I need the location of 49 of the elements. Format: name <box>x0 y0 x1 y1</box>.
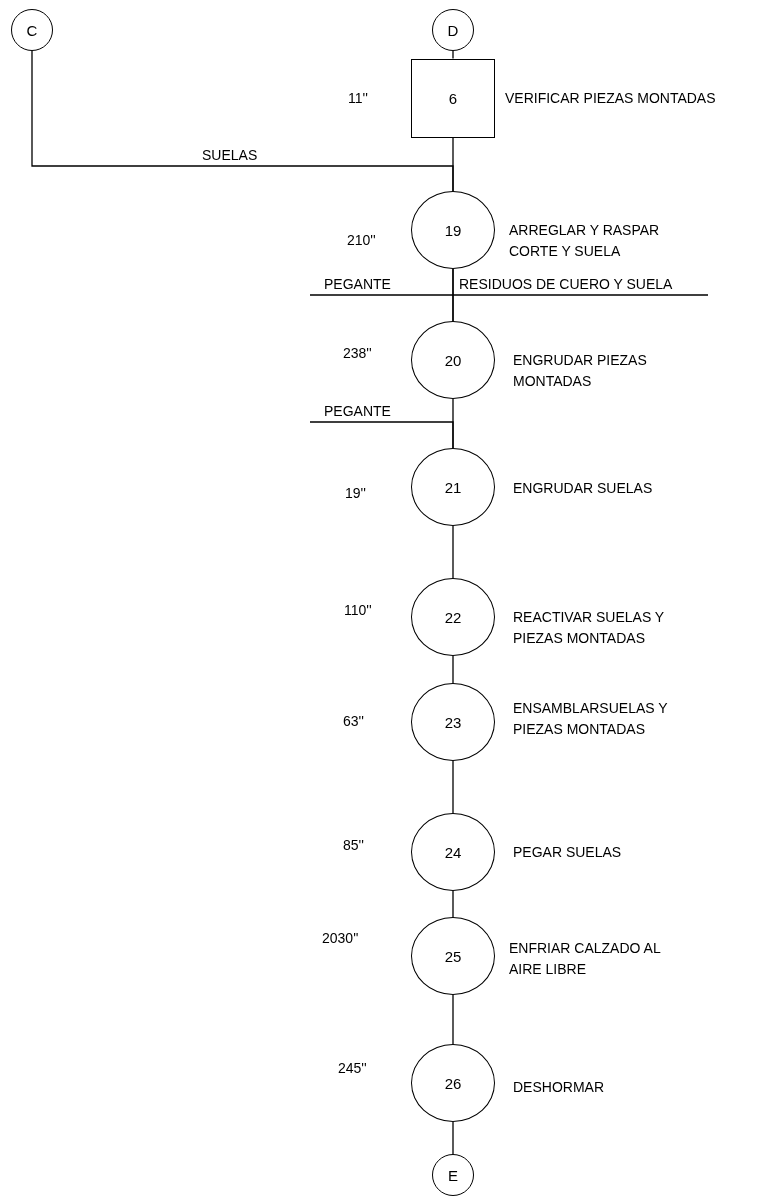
connector-line <box>452 50 454 60</box>
operation-description: ARREGLAR Y RASPAR CORTE Y SUELA <box>509 221 661 261</box>
node-number: 26 <box>444 1075 462 1091</box>
time-label: 11'' <box>348 89 368 108</box>
connector-line <box>309 294 454 322</box>
operation-description: VERIFICAR PIEZAS MONTADAS <box>505 89 717 108</box>
operation-description: PEGAR SUELAS <box>513 843 623 862</box>
node-number: 25 <box>444 948 462 964</box>
operation-description: ENGRUDAR PIEZAS MONTADAS <box>513 351 648 391</box>
operation-description: ENGRUDAR SUELAS <box>513 479 654 498</box>
time-label: 19'' <box>345 484 366 503</box>
node-number: 20 <box>444 352 462 368</box>
connector-circle <box>11 9 53 51</box>
node-number: C <box>26 22 38 38</box>
time-label: 110'' <box>344 601 372 620</box>
connector-line <box>452 655 454 684</box>
connector-line <box>452 525 454 579</box>
node-number: 6 <box>448 90 458 106</box>
node-number: 22 <box>444 609 462 625</box>
time-label: 63'' <box>343 712 364 731</box>
edge-label: SUELAS <box>200 147 260 163</box>
node-number: 19 <box>444 222 462 238</box>
time-label: 210'' <box>347 231 376 250</box>
operation-description: REACTIVAR SUELAS Y PIEZAS MONTADAS <box>513 608 665 648</box>
time-label: 85'' <box>343 836 364 855</box>
connector-line <box>452 268 709 296</box>
operation-description: DESHORMAR <box>513 1078 605 1097</box>
edge-label: PEGANTE <box>322 403 393 419</box>
connector-line <box>31 50 454 192</box>
time-label: 2030'' <box>322 929 359 948</box>
connector-line <box>452 890 454 918</box>
connector-line <box>452 1121 454 1155</box>
connector-line <box>452 994 454 1045</box>
time-label: 238'' <box>343 344 372 363</box>
operation-description: ENFRIAR CALZADO AL AIRE LIBRE <box>509 939 662 979</box>
inspection-box <box>411 58 495 138</box>
node-number: 24 <box>444 844 462 860</box>
edge-label: PEGANTE <box>322 276 393 292</box>
operation-description: ENSAMBLARSUELAS Y PIEZAS MONTADAS <box>513 699 669 739</box>
edge-label: RESIDUOS DE CUERO Y SUELA <box>457 276 675 292</box>
node-number: D <box>447 22 459 38</box>
connector-circle <box>432 1154 474 1196</box>
connector-line <box>309 421 454 449</box>
node-number: E <box>448 1167 458 1183</box>
connector-line <box>452 760 454 814</box>
node-number: 21 <box>444 479 462 495</box>
time-label: 245'' <box>338 1059 367 1078</box>
node-number: 23 <box>444 714 462 730</box>
connector-circle <box>432 9 474 51</box>
